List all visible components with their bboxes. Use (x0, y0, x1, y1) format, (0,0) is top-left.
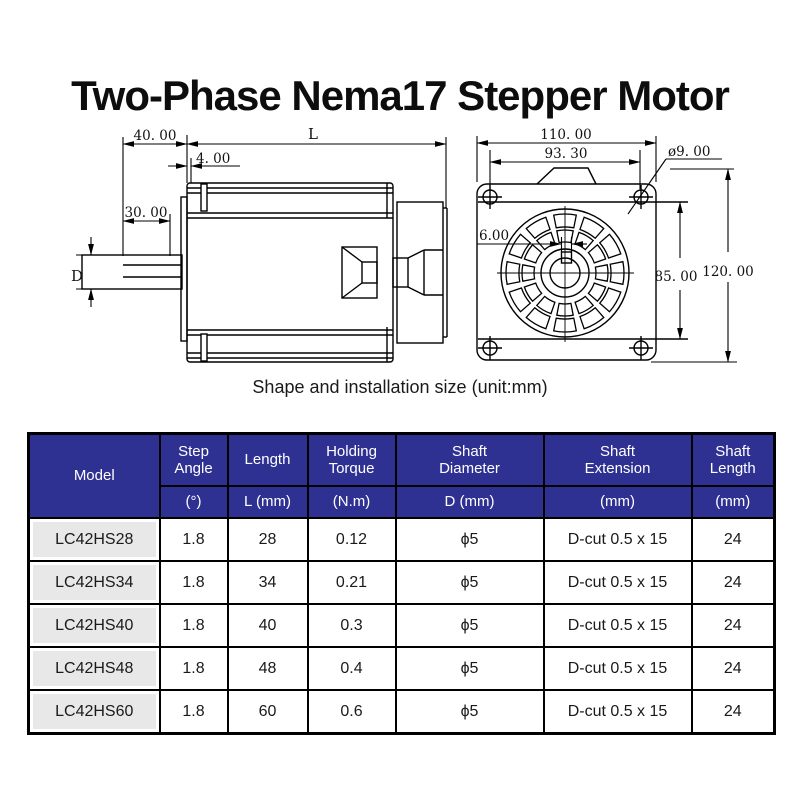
unit-shaft-extension: (mm) (542, 485, 693, 519)
dim-40-label: 40. 00 (134, 128, 177, 144)
dim-keyway-label: 6.00 (479, 228, 509, 244)
table-row: LC42HS34 1.8 34 0.21 ϕ5 D-cut 0.5 x 15 2… (27, 560, 776, 605)
spec-cell: 60 (226, 689, 309, 735)
col-header-shaft-length: Shaft Length (690, 432, 776, 487)
spec-cell: 1.8 (158, 560, 229, 605)
motor-side-view (81, 182, 448, 363)
spec-cell: 34 (226, 560, 309, 605)
dim-30-label: 30. 00 (125, 205, 168, 221)
spec-cell: 0.4 (306, 646, 397, 691)
spec-cell: ϕ5 (394, 560, 545, 605)
drawing-caption: Shape and installation size (unit:mm) (252, 377, 548, 397)
model-cell: LC42HS60 (27, 689, 161, 735)
spec-cell: ϕ5 (394, 603, 545, 648)
spec-table: Model Step Angle Length Holding Torque S… (27, 432, 776, 735)
spec-cell: 24 (690, 603, 776, 648)
spec-cell: 24 (690, 517, 776, 562)
dim-hole-dia-label: ø9. 00 (668, 144, 710, 160)
col-header-shaft-extension: Shaft Extension (542, 432, 693, 487)
spec-cell: 0.21 (306, 560, 397, 605)
dim-110-label: 110. 00 (540, 127, 592, 143)
spec-cell: ϕ5 (394, 646, 545, 691)
col-header-model: Model (27, 432, 161, 519)
spec-cell: ϕ5 (394, 689, 545, 735)
spec-cell: D-cut 0.5 x 15 (542, 689, 693, 735)
table-row: LC42HS48 1.8 48 0.4 ϕ5 D-cut 0.5 x 15 24 (27, 646, 776, 691)
dim-4-label: 4. 00 (196, 151, 230, 167)
keyway-notch (560, 251, 573, 264)
unit-step-angle: (°) (158, 485, 229, 519)
dim-93-label: 93. 30 (545, 146, 588, 162)
spec-cell: 48 (226, 646, 309, 691)
model-cell: LC42HS40 (27, 603, 161, 648)
spec-cell: 0.3 (306, 603, 397, 648)
spec-cell: 28 (226, 517, 309, 562)
unit-shaft-length: (mm) (690, 485, 776, 519)
spec-cell: 24 (690, 646, 776, 691)
spec-cell: D-cut 0.5 x 15 (542, 646, 693, 691)
spec-cell: ϕ5 (394, 517, 545, 562)
table-row: LC42HS60 1.8 60 0.6 ϕ5 D-cut 0.5 x 15 24 (27, 689, 776, 735)
mounting-holes (478, 185, 653, 360)
model-cell: LC42HS48 (27, 646, 161, 691)
dim-120-label: 120. 00 (702, 264, 754, 280)
unit-shaft-diameter: D (mm) (394, 485, 545, 519)
header-row: Model Step Angle Length Holding Torque S… (27, 432, 776, 519)
spec-cell: 0.6 (306, 689, 397, 735)
col-header-length: Length (226, 432, 309, 487)
spec-cell: 40 (226, 603, 309, 648)
spec-cell: D-cut 0.5 x 15 (542, 603, 693, 648)
spec-cell: 1.8 (158, 517, 229, 562)
col-header-step-angle: Step Angle (158, 432, 229, 487)
model-cell: LC42HS28 (27, 517, 161, 562)
dim-85-label: 85. 00 (655, 269, 698, 285)
spec-cell: 24 (690, 560, 776, 605)
units-row: (°) L (mm) (N.m) D (mm) (mm) (mm) (29, 485, 776, 519)
dim-L-label: L (308, 125, 318, 143)
col-header-shaft-diameter: Shaft Diameter (394, 432, 545, 487)
dimension-lines (76, 135, 737, 363)
dim-D-label: D (71, 267, 83, 285)
spec-cell: 1.8 (158, 603, 229, 648)
unit-length: L (mm) (226, 485, 309, 519)
model-cell: LC42HS34 (27, 560, 161, 605)
unit-holding-torque: (N.m) (306, 485, 397, 519)
page-title: Two-Phase Nema17 Stepper Motor (71, 72, 730, 120)
motor-front-view (476, 167, 688, 361)
spec-cell: 1.8 (158, 689, 229, 735)
spec-cell: D-cut 0.5 x 15 (542, 560, 693, 605)
col-header-holding-torque: Holding Torque (306, 432, 397, 487)
technical-drawing: 40. 00 L 4. 00 30. 00 D 110. 00 93. 30 ø… (71, 125, 754, 363)
spec-cell: 0.12 (306, 517, 397, 562)
spec-cell: 1.8 (158, 646, 229, 691)
spec-cell: D-cut 0.5 x 15 (542, 517, 693, 562)
table-row: LC42HS28 1.8 28 0.12 ϕ5 D-cut 0.5 x 15 2… (27, 517, 776, 562)
table-row: LC42HS40 1.8 40 0.3 ϕ5 D-cut 0.5 x 15 24 (27, 603, 776, 648)
spec-cell: 24 (690, 689, 776, 735)
